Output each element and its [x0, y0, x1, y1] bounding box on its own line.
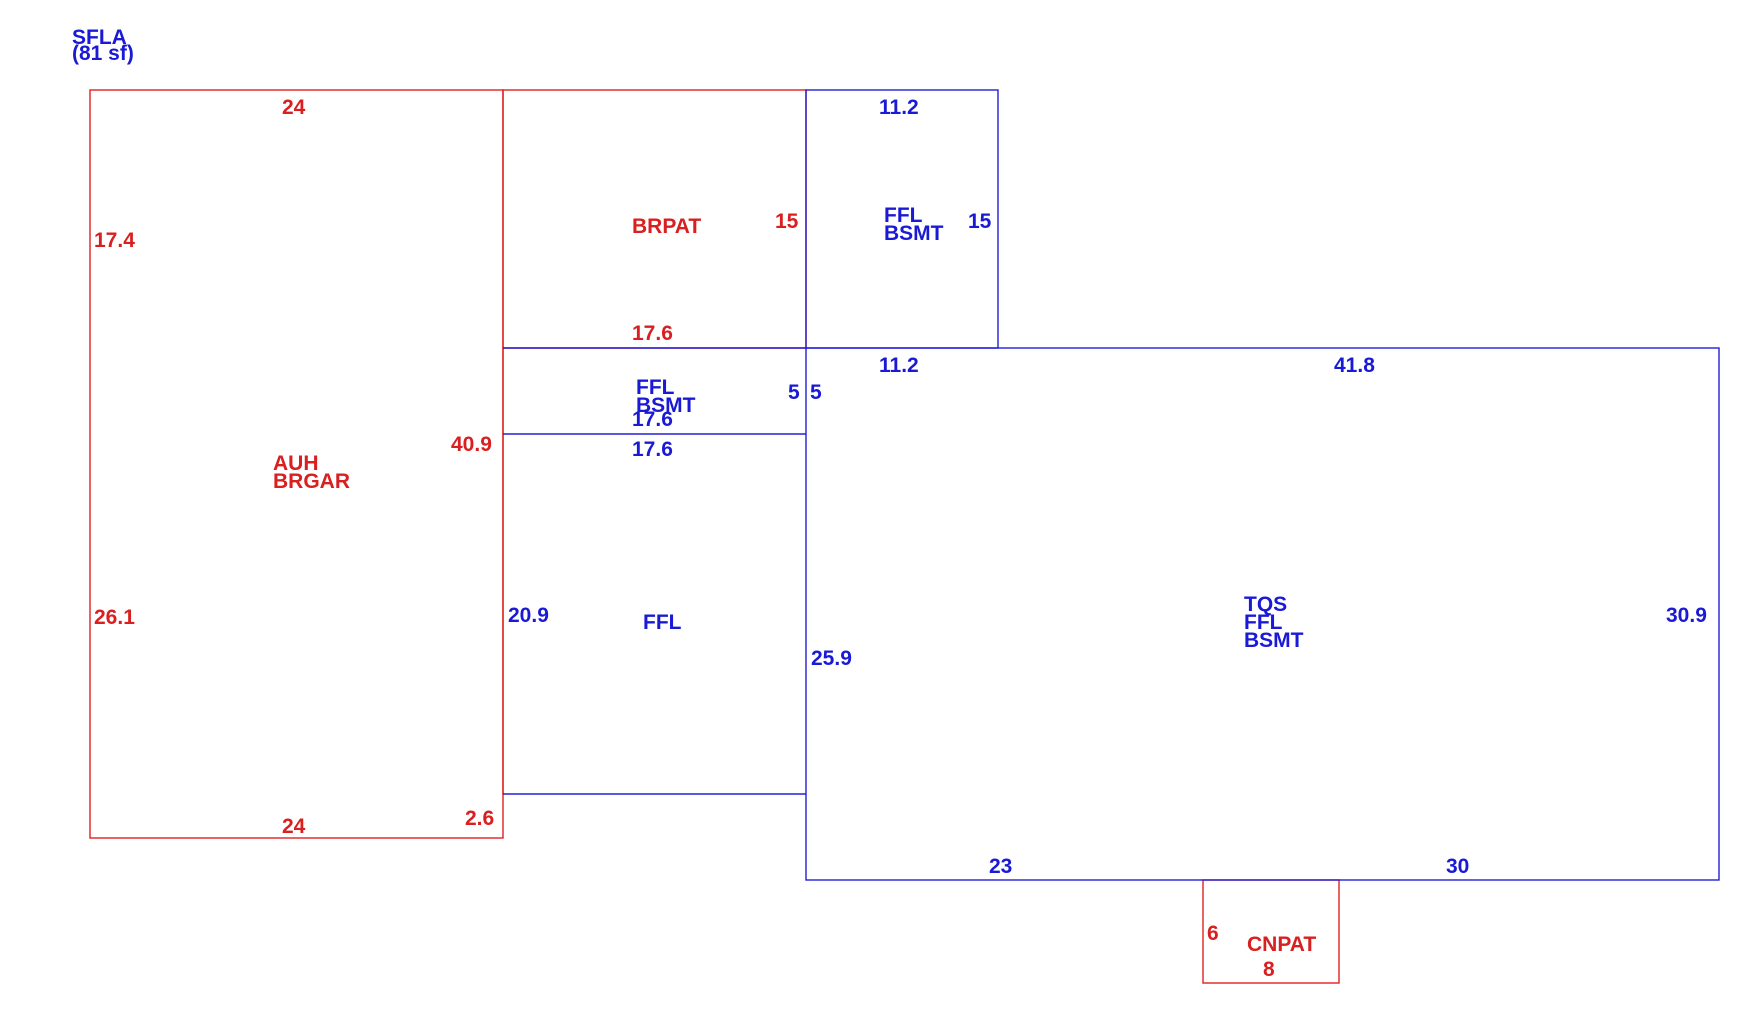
dim-upper-right: 15: [968, 210, 992, 233]
dim-auh-left-upper: 17.4: [94, 229, 135, 252]
cnpat-label: CNPAT: [1247, 933, 1316, 956]
upper-bsmt-label: BSMT: [884, 222, 944, 245]
dim-main-right: 30.9: [1666, 604, 1707, 627]
dim-mid-bottom: 17.6: [632, 408, 673, 431]
tqs-main-outline: [805, 347, 1720, 881]
dim-mid-right-b: 5: [810, 381, 822, 404]
sfla-area: (81 sf): [72, 42, 134, 65]
mid-bsmt-label: BSMT: [636, 394, 696, 417]
upper-ffl-label: FFL: [884, 204, 923, 227]
dim-cnpat-bottom: 8: [1263, 958, 1275, 981]
dim-ffl-left: 20.9: [508, 604, 549, 627]
dim-main-top-right: 41.8: [1334, 354, 1375, 377]
tqs-label: TQS: [1244, 593, 1287, 616]
dim-main-left: 25.9: [811, 647, 852, 670]
dim-main-bottom-right: 30: [1446, 855, 1469, 878]
brgar-label: BRGAR: [273, 470, 350, 493]
auh-label: AUH: [273, 452, 319, 475]
sfla-label: SFLA: [72, 26, 127, 49]
dim-auh-bottom-right: 2.6: [465, 807, 494, 830]
brpat-label: BRPAT: [632, 215, 701, 238]
ffl-label: FFL: [643, 611, 682, 634]
dim-cnpat-left: 6: [1207, 922, 1219, 945]
tqs-bsmt-label: BSMT: [1244, 629, 1304, 652]
dim-auh-right: 40.9: [451, 433, 492, 456]
dim-auh-top: 24: [282, 96, 306, 119]
dim-upper-top: 11.2: [879, 96, 919, 119]
dim-ffl-top: 17.6: [632, 438, 673, 461]
dim-brpat-bottom: 17.6: [632, 322, 673, 345]
dim-main-bottom-left: 23: [989, 855, 1012, 878]
dim-auh-left-lower: 26.1: [94, 606, 135, 629]
mid-ffl-label: FFL: [636, 376, 675, 399]
tqs-ffl-label: FFL: [1244, 611, 1283, 634]
dim-auh-bottom: 24: [282, 815, 306, 838]
dim-brpat-right: 15: [775, 210, 799, 233]
dim-mid-right-a: 5: [788, 381, 800, 404]
dim-main-top-left: 11.2: [879, 354, 919, 377]
